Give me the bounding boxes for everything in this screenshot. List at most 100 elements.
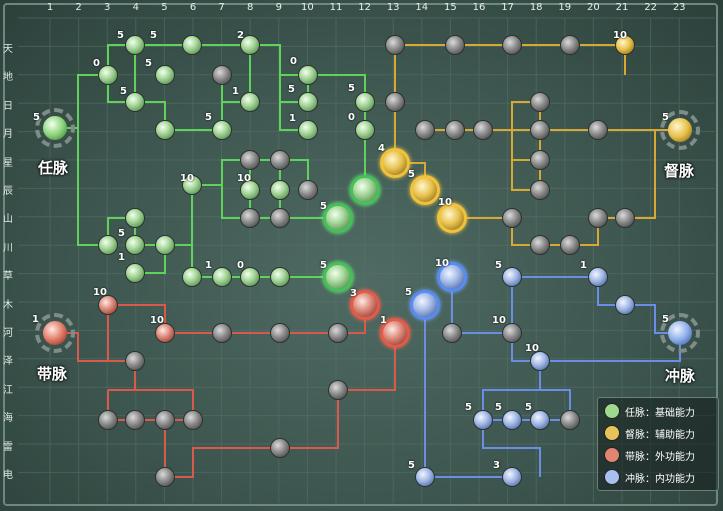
skill-node[interactable] [560,410,580,430]
skill-node[interactable] [530,92,550,112]
du-meridian-hub[interactable] [660,110,700,150]
skill-node[interactable] [182,267,202,287]
dai-meridian-hub[interactable] [35,313,75,353]
skill-node[interactable] [182,175,202,195]
skill-node[interactable] [155,120,175,140]
skill-node[interactable] [445,35,465,55]
skill-node[interactable] [98,65,118,85]
skill-node[interactable] [530,150,550,170]
skill-node[interactable] [380,148,410,178]
skill-node[interactable] [615,35,635,55]
skill-node[interactable] [212,267,232,287]
skill-node[interactable] [240,267,260,287]
node-level: 5 [320,260,327,271]
skill-node[interactable] [615,208,635,228]
skill-node[interactable] [240,35,260,55]
skill-node[interactable] [410,175,440,205]
skill-node[interactable] [530,351,550,371]
skill-node[interactable] [323,203,353,233]
skill-node[interactable] [415,467,435,487]
skill-node[interactable] [298,180,318,200]
skill-node[interactable] [125,208,145,228]
skill-node[interactable] [98,235,118,255]
skill-node[interactable] [410,290,440,320]
row-tick: 地 [3,72,13,84]
skill-node[interactable] [240,150,260,170]
skill-node[interactable] [212,120,232,140]
skill-node[interactable] [380,318,410,348]
skill-node[interactable] [125,263,145,283]
skill-node[interactable] [182,35,202,55]
skill-node[interactable] [98,410,118,430]
skill-node[interactable] [473,410,493,430]
skill-node[interactable] [125,35,145,55]
skill-node[interactable] [298,92,318,112]
skill-node[interactable] [588,267,608,287]
node-level: 5 [525,402,532,413]
skill-node[interactable] [355,92,375,112]
skill-node[interactable] [323,262,353,292]
skill-node[interactable] [560,235,580,255]
skill-node[interactable] [328,323,348,343]
skill-node[interactable] [270,180,290,200]
skill-node[interactable] [125,235,145,255]
column-tick: 19 [558,2,572,13]
board-frame [3,3,718,506]
skill-node[interactable] [125,92,145,112]
skill-node[interactable] [155,410,175,430]
skill-node[interactable] [270,208,290,228]
skill-node[interactable] [240,208,260,228]
skill-node[interactable] [502,35,522,55]
skill-node[interactable] [155,323,175,343]
skill-node[interactable] [270,438,290,458]
skill-node[interactable] [385,92,405,112]
skill-node[interactable] [183,410,203,430]
skill-node[interactable] [530,235,550,255]
legend-item-chong: 冲脉：内功能力 [604,468,695,486]
skill-node[interactable] [155,235,175,255]
skill-node[interactable] [270,323,290,343]
chong-meridian-hub[interactable] [660,313,700,353]
skill-node[interactable] [415,120,435,140]
skill-node[interactable] [125,351,145,371]
skill-node[interactable] [502,323,522,343]
skill-node[interactable] [350,175,380,205]
skill-node[interactable] [445,120,465,140]
skill-node[interactable] [155,467,175,487]
skill-node[interactable] [240,92,260,112]
skill-node[interactable] [560,35,580,55]
skill-node[interactable] [437,262,467,292]
skill-node[interactable] [502,467,522,487]
node-level: 1 [118,252,125,263]
skill-node[interactable] [502,267,522,287]
legend: 任脉：基础能力 督脉：辅助能力 带脉：外功能力 冲脉：内功能力 [597,397,719,491]
skill-node[interactable] [125,410,145,430]
skill-node[interactable] [350,290,380,320]
skill-node[interactable] [442,323,462,343]
skill-node[interactable] [588,120,608,140]
ren-meridian-hub[interactable] [35,108,75,148]
skill-node[interactable] [588,208,608,228]
skill-node[interactable] [270,150,290,170]
skill-node[interactable] [502,208,522,228]
skill-node[interactable] [473,120,493,140]
skill-node[interactable] [530,120,550,140]
skill-node[interactable] [270,267,290,287]
skill-node[interactable] [98,295,118,315]
row-tick: 日 [3,100,13,112]
skill-node[interactable] [155,65,175,85]
skill-node[interactable] [240,180,260,200]
skill-node[interactable] [212,65,232,85]
skill-node[interactable] [298,120,318,140]
skill-node[interactable] [530,410,550,430]
skill-node[interactable] [298,65,318,85]
skill-node[interactable] [437,203,467,233]
skill-node[interactable] [530,180,550,200]
skill-node[interactable] [355,120,375,140]
skill-node[interactable] [502,410,522,430]
skill-node[interactable] [212,323,232,343]
skill-node[interactable] [385,35,405,55]
skill-node[interactable] [328,380,348,400]
skill-node[interactable] [615,295,635,315]
